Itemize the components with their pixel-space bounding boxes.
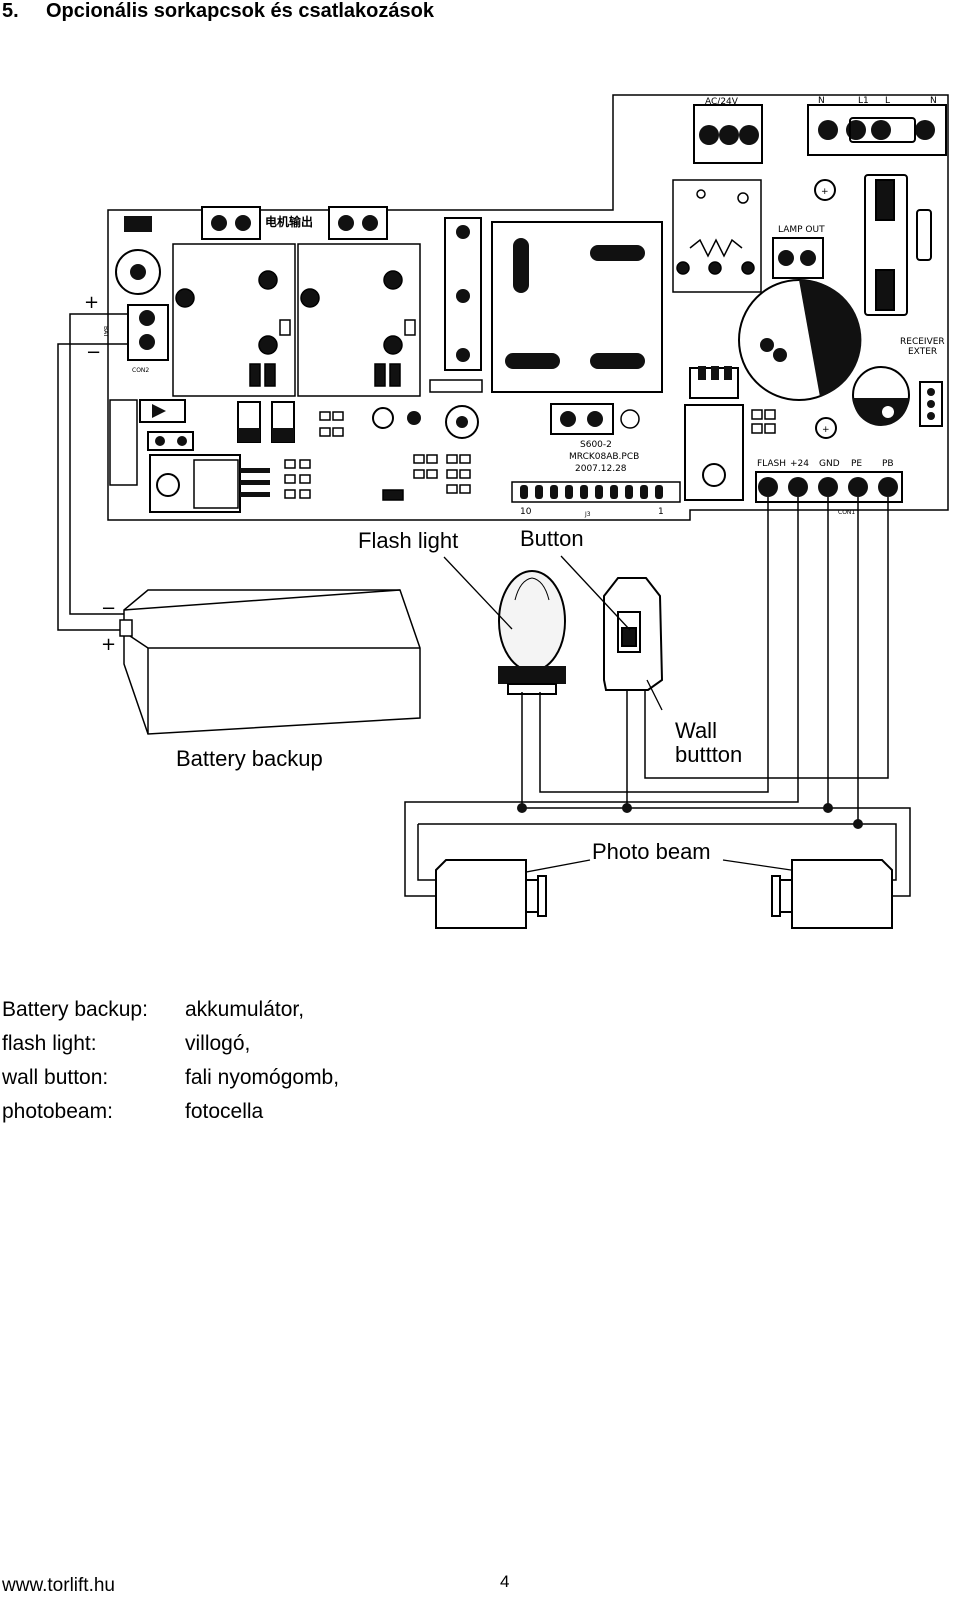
mains-n2-label: N — [930, 96, 937, 106]
legend-term: Battery backup: — [2, 998, 148, 1021]
mains-l1-label: L1 — [858, 96, 869, 106]
capacitor-array — [372, 379, 483, 439]
regulator-uu3 — [149, 454, 270, 513]
motor-terminal-t1 — [201, 206, 261, 240]
mains-n-label: N — [818, 96, 825, 106]
j3-label: J3 — [584, 511, 591, 518]
device-wiring — [404, 497, 911, 897]
diode-d2 — [115, 216, 161, 295]
receiver-connector: RECEIVER EXTER — [900, 337, 945, 427]
flash-light-callout: Flash light — [358, 528, 458, 553]
legend-translation: fotocella — [185, 1100, 264, 1123]
regulator-uu1 — [684, 366, 744, 501]
resistors-r1-r2 — [751, 409, 776, 434]
wall-button-device — [603, 577, 664, 691]
mains-terminal: N L1 L N — [807, 96, 947, 156]
exter-label: EXTER — [908, 347, 937, 357]
fuse-f1 — [864, 174, 932, 316]
section-number: 5. — [2, 0, 19, 22]
bat-label: BAT — [102, 326, 109, 338]
con1-gnd-label: GND — [819, 459, 840, 469]
battery-plus-top: + — [84, 292, 99, 313]
smd-block — [284, 411, 471, 501]
terminal-t3 — [550, 403, 640, 435]
legend: Battery backup: akkumulátor, flash light:… — [2, 993, 339, 1129]
photo-beam-transmitter — [435, 859, 547, 929]
battery-wires — [57, 313, 128, 631]
svg-text:+: + — [821, 187, 829, 197]
pcb-outline — [107, 94, 949, 521]
mains-l-label: L — [885, 96, 890, 106]
legend-row: flash light: villogó, — [2, 1027, 339, 1061]
ac24v-label: AC/24V — [705, 97, 739, 107]
capacitor-c3 — [738, 279, 862, 401]
footer-url[interactable]: www.torlift.hu — [2, 1575, 115, 1596]
legend-term: wall button: — [2, 1066, 109, 1089]
ac24v-terminal: AC/24V — [693, 97, 763, 164]
legend-row: Battery backup: akkumulátor, — [2, 993, 339, 1027]
j3-pin10-label: 10 — [520, 507, 532, 517]
legend-translation: fali nyomógomb, — [185, 1066, 340, 1089]
battery-connector: BAT CON2 — [102, 304, 169, 374]
con2-label: CON2 — [132, 367, 149, 374]
motor-terminal-t2 — [328, 206, 388, 240]
con1-pb-label: PB — [882, 459, 894, 469]
receiver-label: RECEIVER — [900, 337, 945, 347]
legend-term: flash light: — [2, 1032, 97, 1055]
photo-beam-callout: Photo beam — [592, 839, 711, 864]
con1-plus24-label: +24 — [790, 459, 809, 469]
legend-translation: villogó, — [185, 1032, 251, 1055]
wall-button-callout-line2: buttton — [675, 742, 742, 767]
section-heading: 5. Opcionális sorkapcsok és csatlakozások — [2, 0, 434, 23]
con1-flash-label: FLASH — [757, 459, 786, 469]
battery-backup-callout: Battery backup — [176, 746, 323, 771]
lamp-out-label: LAMP OUT — [778, 225, 825, 235]
con1-pe-label: PE — [851, 459, 862, 469]
con1-label: CON1 — [838, 509, 855, 516]
battery-minus-bottom: − — [101, 598, 116, 619]
button-callout: Button — [520, 526, 584, 551]
diodes-d4-d7-d6 — [139, 399, 295, 451]
page-number: 4 — [500, 1572, 510, 1591]
relay-rl3 — [297, 243, 421, 397]
lamp-out-terminal: LAMP OUT — [772, 225, 825, 279]
screw-top: + — [814, 179, 836, 201]
wiring-diagram: AC/24V N L1 L N + LAMP OUT RECEIVER EXTE… — [57, 94, 949, 929]
j3-pin1-label: 1 — [658, 507, 664, 517]
legend-row: wall button: fali nyomógomb, — [2, 1061, 339, 1095]
model-label: S600-2 — [580, 440, 612, 450]
pcb-label: MRCK08AB.PCB — [569, 452, 639, 462]
relay-rl1 — [672, 179, 762, 293]
legend-row: photobeam: fotocella — [2, 1095, 339, 1129]
transformer-vc1 — [491, 221, 663, 393]
legend-translation: akkumulátor, — [185, 998, 305, 1021]
battery-plus-bottom: + — [101, 634, 116, 655]
battery-box — [119, 589, 421, 735]
resistor-r6 — [444, 217, 482, 371]
connector-con1: FLASH +24 GND PE PB CON1 — [755, 459, 903, 516]
section-title: Opcionális sorkapcsok és csatlakozások — [46, 0, 434, 22]
legend-term: photobeam: — [2, 1100, 113, 1123]
component-r5 — [109, 399, 138, 486]
photo-beam-receiver — [771, 859, 893, 929]
connector-j3: 10 1 J3 — [511, 481, 681, 518]
screw-bottom: + — [815, 417, 837, 439]
battery-minus-top: − — [86, 342, 101, 363]
svg-text:+: + — [822, 425, 830, 435]
wire-junctions — [517, 803, 863, 829]
relay-rl2 — [172, 243, 296, 397]
motor-output-chinese: 电机输出 — [265, 214, 313, 229]
date-label: 2007.12.28 — [575, 464, 627, 474]
wall-button-callout-line1: Wall — [675, 718, 717, 743]
flash-light — [498, 570, 566, 695]
capacitor-c5 — [852, 366, 910, 426]
